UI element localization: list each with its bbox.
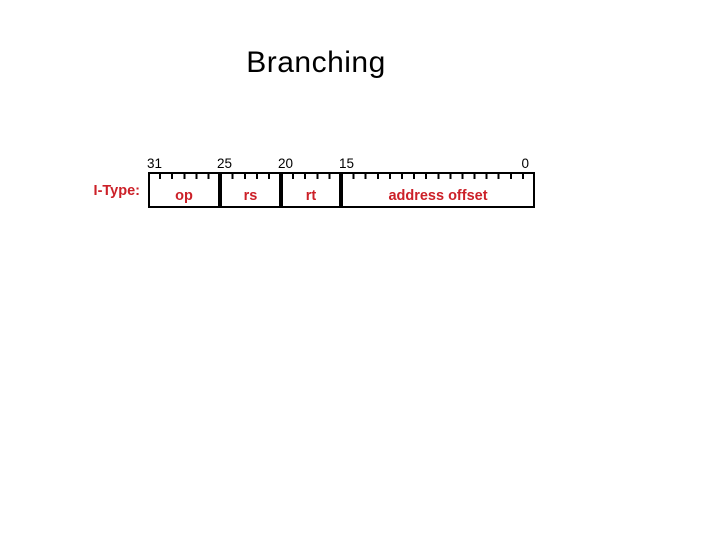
field-rt: rt bbox=[283, 174, 343, 206]
format-label: I-Type: bbox=[93, 183, 140, 199]
field-op-label: op bbox=[175, 188, 193, 204]
field-rs: rs bbox=[222, 174, 283, 206]
bit-marker-20: 20 bbox=[278, 156, 294, 171]
itype-instruction-format-diagram: I-Type: 31 25 20 15 0 op rs rt address o… bbox=[94, 156, 535, 208]
bit-marker-25: 25 bbox=[217, 156, 233, 171]
field-address-offset-label: address offset bbox=[388, 188, 488, 204]
bit-marker-row: 31 25 20 15 0 bbox=[147, 156, 535, 172]
slide-title: Branching bbox=[246, 46, 386, 79]
field-rt-label: rt bbox=[305, 188, 317, 204]
bit-marker-0: 0 bbox=[521, 156, 529, 171]
field-address-offset: address offset bbox=[343, 174, 533, 206]
bit-marker-31: 31 bbox=[147, 156, 163, 171]
bit-tick-ruler bbox=[150, 174, 533, 179]
instruction-word-box: op rs rt address offset bbox=[148, 172, 535, 208]
field-rs-label: rs bbox=[243, 188, 258, 204]
bit-marker-15: 15 bbox=[339, 156, 355, 171]
field-op: op bbox=[150, 174, 222, 206]
